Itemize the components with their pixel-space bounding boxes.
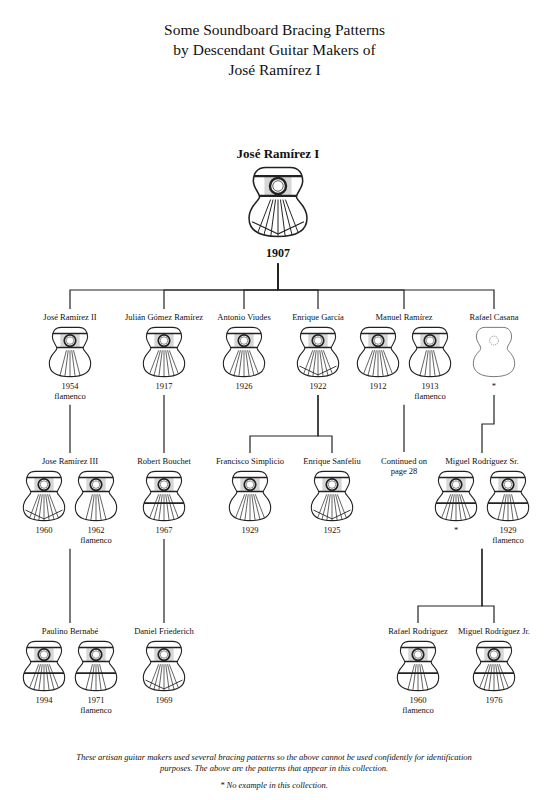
year-label: 1960 xyxy=(36,526,53,536)
year-label: 1917 xyxy=(155,382,172,392)
guitar-drawing xyxy=(310,469,354,523)
guitar-drawing xyxy=(296,325,340,379)
maker-entry: Miguel Rodríguez Jr. 1976 xyxy=(458,626,530,706)
maker-entry: Robert Bouchet 1967 xyxy=(137,456,191,536)
guitar-drawing xyxy=(74,639,118,693)
year-label: 1954 flamenco xyxy=(48,382,92,402)
maker-name: Rafael Casana xyxy=(470,312,519,322)
guitar-drawing xyxy=(22,639,66,693)
guitar-drawing xyxy=(408,325,452,379)
guitar-drawing xyxy=(74,469,118,523)
lineage-line xyxy=(482,395,494,453)
maker-entry: José Ramírez I 1907 xyxy=(237,146,320,260)
year-label: 1967 xyxy=(156,526,173,536)
year-label: * xyxy=(454,526,458,536)
year-label: 1912 xyxy=(370,382,387,392)
guitar-drawing xyxy=(472,325,516,379)
year-label: * xyxy=(492,382,496,392)
maker-entry: José Ramírez II 1954 flamenco xyxy=(43,312,96,402)
maker-entry: Enrique Sanfeliu 1925 xyxy=(303,456,360,536)
lineage-line xyxy=(69,405,70,453)
guitar-drawing xyxy=(48,325,92,379)
guitar-drawing xyxy=(228,469,272,523)
lineage-line xyxy=(482,549,494,623)
year-label: 1926 xyxy=(236,382,253,392)
maker-name: Manuel Ramírez xyxy=(376,312,433,322)
year-label: 1929 xyxy=(241,526,258,536)
maker-name: José Ramírez II xyxy=(43,312,96,322)
guitar-drawing xyxy=(472,639,516,693)
maker-name: José Ramírez I xyxy=(237,146,320,162)
maker-name: Daniel Friederich xyxy=(134,626,194,636)
maker-entry: Francisco Simplicio 1929 xyxy=(216,456,284,536)
year-label: 1994 xyxy=(36,696,53,706)
guitar-drawing xyxy=(142,469,186,523)
guitar-drawing xyxy=(356,325,400,379)
maker-entry: Miguel Rodríguez Sr. * 1929 flamenco xyxy=(434,456,530,546)
year-label: 1929 flamenco xyxy=(486,526,530,546)
maker-name: Julián Gómez Ramírez xyxy=(125,312,203,322)
maker-name: Francisco Simplicio xyxy=(216,456,284,466)
year-label: 1922 xyxy=(310,382,327,392)
guitar-drawing xyxy=(222,325,266,379)
maker-entry: Julián Gómez Ramírez 1917 xyxy=(125,312,203,392)
year-label: 1913 flamenco xyxy=(408,382,452,402)
lineage-line xyxy=(278,263,404,309)
year-label: 1969 xyxy=(156,696,173,706)
lineage-line xyxy=(318,395,332,453)
maker-name: Enrique García xyxy=(292,312,344,322)
maker-entry: Jose Ramírez III 1960 1962 flamenco xyxy=(22,456,118,546)
maker-name: Enrique Sanfeliu xyxy=(303,456,360,466)
maker-name: Antonio Viudes xyxy=(217,312,270,322)
lineage-line xyxy=(418,549,482,623)
guitar-drawing xyxy=(247,165,309,239)
guitar-drawing xyxy=(22,469,66,523)
footnote: * No example in this collection. xyxy=(124,780,424,790)
guitar-drawing xyxy=(434,469,478,523)
lineage-line xyxy=(278,263,318,309)
maker-entry: Paulino Bernabé 1994 1971 flamenco xyxy=(22,626,118,716)
maker-entry: Manuel Ramírez 1912 1913 flamenco xyxy=(356,312,452,402)
continuation-note: Continued on page 28 xyxy=(375,456,433,476)
lineage-line xyxy=(69,549,70,623)
year-label: 1962 flamenco xyxy=(74,526,118,546)
guitar-drawing xyxy=(142,639,186,693)
maker-entry: Enrique García 1922 xyxy=(292,312,344,392)
year-label: 1960 flamenco xyxy=(396,696,440,716)
continuation-line xyxy=(403,405,404,452)
maker-entry: Daniel Friederich 1969 xyxy=(134,626,194,706)
guitar-drawing xyxy=(486,469,530,523)
maker-name: Jose Ramírez III xyxy=(42,456,98,466)
maker-name: Rafael Rodriguez xyxy=(388,626,448,636)
year-label: 1907 xyxy=(266,247,290,261)
guitar-drawing xyxy=(142,325,186,379)
lineage-line xyxy=(163,395,164,453)
lineage-line xyxy=(163,539,164,623)
maker-entry: Rafael Casana * xyxy=(470,312,519,392)
maker-name: Miguel Rodríguez Sr. xyxy=(445,456,518,466)
maker-entry: Antonio Viudes 1926 xyxy=(217,312,270,392)
year-label: 1976 xyxy=(485,696,502,706)
maker-entry: Rafael Rodriguez 1960 flamenco xyxy=(388,626,448,716)
year-label: 1925 xyxy=(323,526,340,536)
year-label: 1971 flamenco xyxy=(74,696,118,716)
lineage-line xyxy=(244,263,278,309)
lineage-line xyxy=(70,263,278,309)
caption: These artisan guitar makers used several… xyxy=(64,752,484,774)
maker-name: Miguel Rodríguez Jr. xyxy=(458,626,530,636)
page-title: Some Soundboard Bracing Patterns by Desc… xyxy=(160,20,389,80)
lineage-line xyxy=(164,263,278,309)
lineage-line xyxy=(278,263,494,309)
maker-name: Paulino Bernabé xyxy=(42,626,98,636)
guitar-drawing xyxy=(396,639,440,693)
maker-name: Robert Bouchet xyxy=(137,456,191,466)
lineage-line xyxy=(250,395,318,453)
